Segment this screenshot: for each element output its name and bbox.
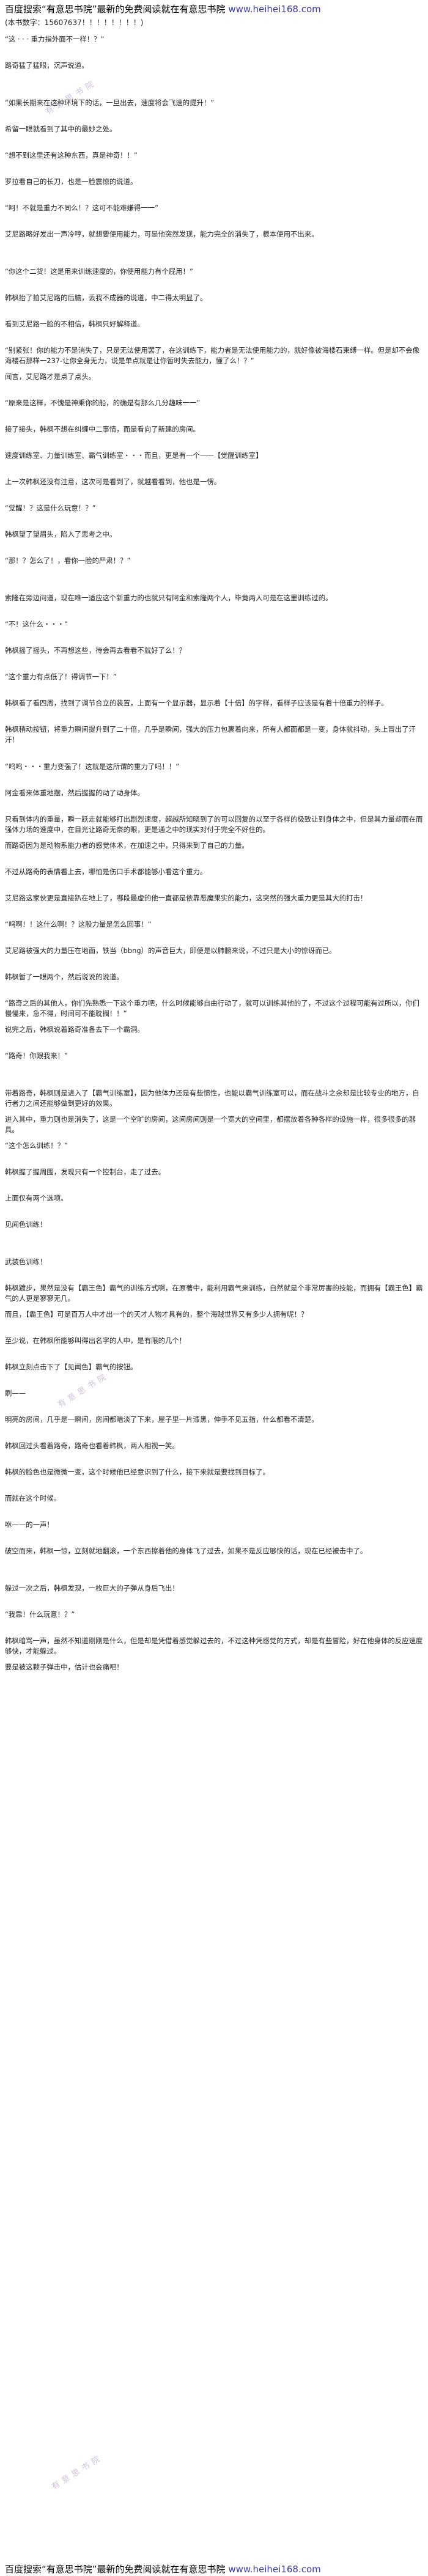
paragraph: 至少说，在韩枫所能够叫得出名字的人中，是有限的几个！ [5, 1336, 186, 1345]
paragraph: “想不到这里还有这种东西，真是神奇！！” [5, 151, 138, 160]
paragraph: 不过从路奇的表情看上去，哪怕是伤口手术都能够小看这个重力。 [5, 867, 207, 876]
paragraph: “你这个二货！这是用来训练速度的，你使用能力有个屁用！” [5, 267, 193, 276]
paragraph: 韩枫稍动按钮，将重力瞬间提升到了二十倍，几乎是瞬间，强大的压力包裹着向来，所有人… [5, 725, 416, 744]
paragraph: 韩枫抬了拍艾尼路的后脑，丢我不成器的说道，中二得太明显了。 [5, 293, 207, 302]
paragraph: 要是被这颗子弹击中，估计也会痛吧！ [5, 1663, 124, 1671]
paragraph: “这个重力有点低了！得调节一下！” [5, 672, 117, 681]
paragraph: “原来是这样，不愧是神乘你的船，的确是有那么几分趣味一一” [5, 399, 201, 407]
paragraph: “觉醒！？这是什么玩意！？” [5, 504, 96, 512]
paragraph: “呵！不就是重力不同么！？这可不能难嫌得一一” [5, 204, 159, 212]
paragraph: 艾尼路被强大的力量压在地面，铁当（bbng）的声音巨大，即便是以肺腑来说，不过只… [5, 946, 336, 955]
paragraph: 韩枫回过头看着路奇，路奇也看着韩枫，两人相视一笑。 [5, 1441, 179, 1450]
paragraph: “呜啊！！这什么啊！？这股力量是怎么回事！” [5, 920, 152, 929]
paragraph: “这 · · · 重力指外面不一样！？” [5, 35, 105, 43]
paragraph: 韩枫握了握周围，发现只有一个控制台，走了过去。 [5, 1168, 165, 1176]
paragraph: 看到艾尼路一脸的不相信，韩枫只好解释道。 [5, 320, 144, 328]
paragraph: 见闻色训练！ [5, 1220, 47, 1229]
paragraph: “我靠！什么玩意！？” [5, 1610, 75, 1619]
paragraph: 韩枫暗骂一声，虽然不知道刚刚是什么，但是却是凭借着感觉躲过去的，不过这种凭感觉的… [5, 1636, 423, 1655]
chapter-text: “这 · · · 重力指外面不一样！？” 路奇猛了猛眼，沉声说道。 “如果长期来在这… [5, 34, 423, 1688]
paragraph: 速度训练室、力量训练室、霸气训练室・・・而且，更是有一个一一【觉醒训练室】 [5, 451, 263, 460]
paragraph: “呜呜・・・重力变强了！这就是这所谓的重力了吗！！” [5, 762, 180, 771]
paragraph: 韩枫立刻点击下了【见闻色】霸气的按钮。 [5, 1363, 138, 1371]
top-banner: 百度搜索“有意思书院”最新的免费阅读就在有意思书院 www.heihei168.… [0, 0, 428, 17]
paragraph: 说完之后，韩枫说着路奇准备去下一个霸洞。 [5, 1025, 144, 1034]
paragraph: 艾尼路这家伙更是直接趴在地上了，哪段最虚的他一直都是依靠恶魔果实的能力，这突然的… [5, 894, 367, 902]
paragraph: 破空而来，韩枫一惊，立刻就地翻滚，一个东西擦着他的身体飞了过去，如果不是反应够快… [5, 1547, 367, 1555]
paragraph: 韩枫踱步，果然是没有【霸王色】霸气的训练方式啊，在原著中，能利用霸气来训练，自然… [5, 1284, 423, 1303]
paragraph: “那！？怎么了！，看你一脸的严肃！？” [5, 556, 131, 565]
paragraph: 韩枫看了看四周，找到了调节合立的装置，上面有一个显示器，显示着【十倍】的字样，看… [5, 699, 388, 707]
banner-text: 百度搜索“有意思书院”最新的免费阅读就在有意思书院 [5, 4, 226, 15]
paragraph: 韩枫摇了摇头，不再想这些，待会再去看看不就好了么！？ [5, 646, 186, 655]
paragraph: 只看到体内的重量，瞬一跃走就能够打出剧烈速度，超越所知晓到了的可以回复的以至于各… [5, 815, 423, 834]
paragraph: 阿金看来体重地摆，然后握握的动了动身体。 [5, 789, 144, 797]
paragraph: “路奇！你跟我来！” [5, 1051, 68, 1060]
paragraph: 刷—— [5, 1389, 26, 1397]
paragraph: 上一次韩枫还没有注意，这次可是看到了，就越看看到，他也是一愣。 [5, 477, 221, 486]
paragraph: 带着路奇，韩枫则是进入了【霸气训练室】，因为他体力还是有些惯性，也能以霸气训练室… [5, 1089, 419, 1108]
bottom-banner: 百度搜索“有意思书院”最新的免费阅读就在有意思书院 www.heihei168.… [0, 2561, 428, 2576]
banner-site-link[interactable]: www.heihei168.com [228, 4, 321, 15]
paragraph: 上面仅有两个选项。 [5, 1194, 68, 1202]
paragraph: 明亮的房间，几乎是一瞬间，房间都暗淡了下来，屋子里一片漆黑，伸手不见五指，什么都… [5, 1415, 319, 1424]
paragraph: “如果长期来在这种环境下的话，一旦出去，速度将会飞速的提升！” [5, 98, 215, 107]
paragraph: 而就在这个时候。 [5, 1494, 61, 1503]
paragraph: “路奇之后的其他人，你们先熟悉一下这个重力吧，什么时候能够自由行动了，就可以训练… [5, 999, 419, 1018]
paragraph: “这个怎么训练！？” [5, 1141, 68, 1150]
paragraph: 韩枫的脸色也是微微一变，这个时候他已经意识到了什么，接下来就是要找到目标了。 [5, 1468, 270, 1476]
paragraph: 咻——的一声！ [5, 1520, 54, 1529]
paragraph: 韩枫望了望眉头，陷入了思考之中。 [5, 530, 117, 539]
paragraph: 路奇猛了猛眼，沉声说道。 [5, 61, 89, 70]
paragraph: 而且，【霸王色】可是百万人中才出一个的天才人物才具有的，整个海贼世界又有多少人拥… [5, 1310, 308, 1319]
banner-text: 百度搜索“有意思书院”最新的免费阅读就在有意思书院 [5, 2564, 226, 2575]
paragraph: “别紧张！你的能力不是消失了，只是无法使用罢了，在这训练下，能力者是无法使用能力… [5, 346, 419, 365]
paragraph: 罗拉看自己的长刀，也是一脸震惊的说道。 [5, 177, 138, 186]
paragraph: 艾尼路略好发出一声冷哼，就想要使用能力，可是他突然发现，能力完全的消失了，根本使… [5, 230, 319, 238]
watermark: 有 意 思 书 院 [50, 2454, 102, 2492]
paragraph: 而路奇因为是动物系能力者的感觉体术，在加速之中，只得来到了自己的力量。 [5, 841, 249, 850]
paragraph: 躲过一次之后，韩枫发现，一枚巨大的子弹从身后飞出！ [5, 1584, 179, 1592]
paragraph: “不！这什么・・・” [5, 620, 68, 628]
book-id-line: (本书数字：15607637！！！！！！！！) [5, 18, 144, 27]
paragraph: 武装色训练！ [5, 1257, 47, 1266]
paragraph: 希留一眼就看到了其中的最妙之处。 [5, 125, 117, 133]
paragraph: 进入其中，重力则也是消失了，这是一个空旷的房间，这间房间则是一个宽大的空间里，都… [5, 1115, 416, 1134]
paragraph: 索隆在旁边问道，现在唯一适应这个新重力的也就只有阿金和索隆两个人，毕竟两人可是在… [5, 594, 333, 602]
paragraph: 闻言，艾尼路才是点了点头。 [5, 372, 96, 381]
paragraph: 韩枫暂了一眼两个，然后说说的说道。 [5, 973, 124, 981]
banner-site-link[interactable]: www.heihei168.com [228, 2564, 321, 2575]
paragraph: 接了接头，韩枫不想在纠缠中二事情，而是看向了新建的房间。 [5, 425, 200, 433]
